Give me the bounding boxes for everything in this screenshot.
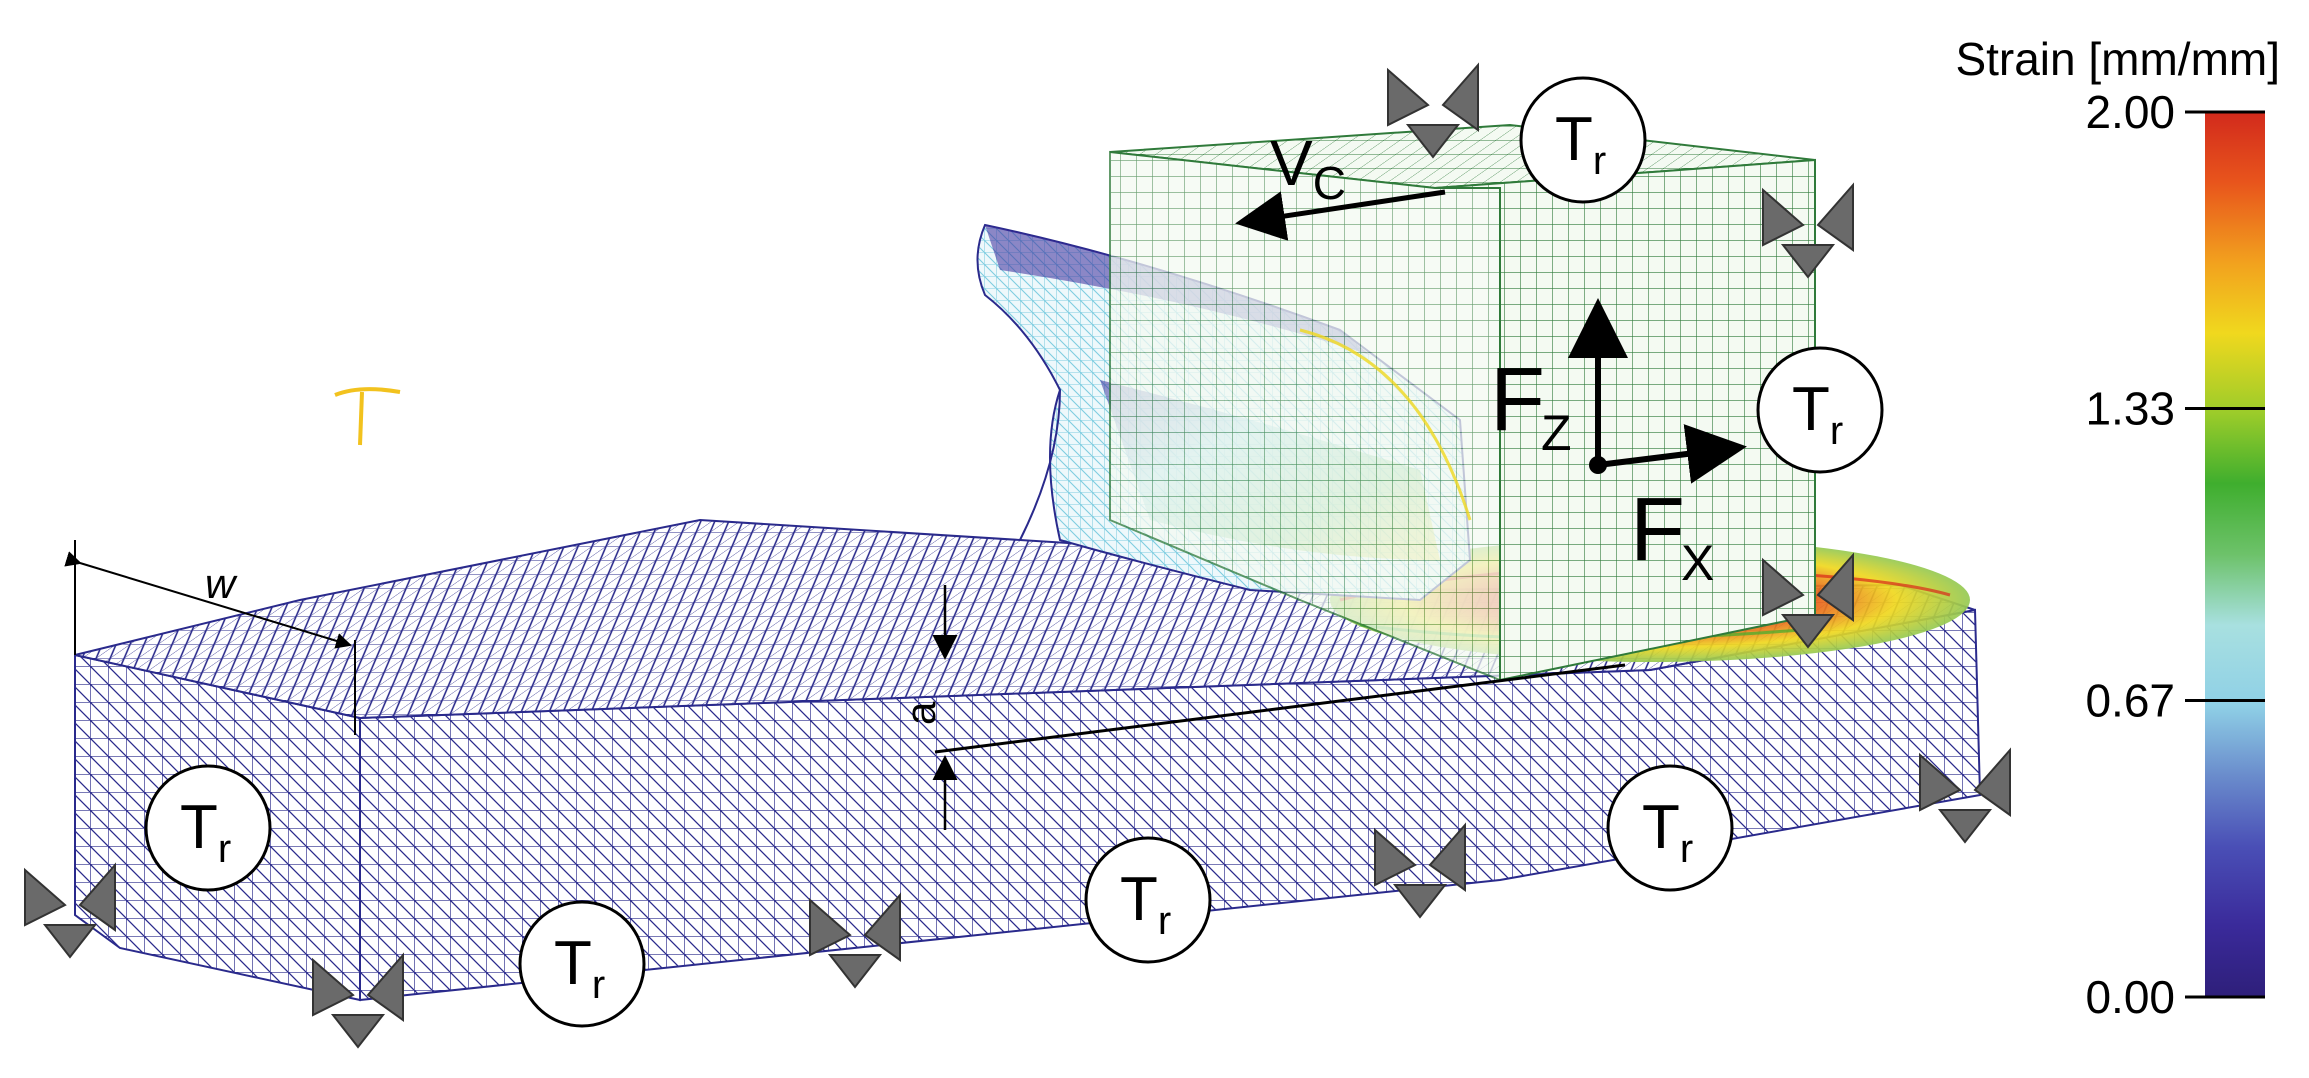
colorbar-tick-label: 2.00 bbox=[2085, 86, 2175, 138]
support-icon bbox=[312, 952, 404, 1049]
dimensions: w a bbox=[64, 540, 1626, 830]
colorbar-title: Strain [mm/mm] bbox=[1955, 33, 2280, 85]
fz-label: FZ bbox=[1490, 350, 1572, 461]
fx-arrow bbox=[1597, 424, 1747, 484]
colorbar-tick-label: 0.00 bbox=[2085, 971, 2175, 1023]
a-dimension-line bbox=[934, 663, 1626, 754]
svg-text:Tr: Tr bbox=[1555, 105, 1606, 183]
vc-label: VC bbox=[1270, 127, 1346, 209]
svg-text:Tr: Tr bbox=[554, 929, 605, 1007]
tr-circle: Tr bbox=[1084, 836, 1212, 964]
tr-circle: Tr bbox=[1756, 346, 1884, 474]
temperature-boundaries: Tr Tr Tr Tr Tr Tr bbox=[144, 76, 1884, 1028]
cutting-velocity: VC bbox=[1235, 127, 1446, 241]
colorbar-ticks: 2.00 1.33 0.67 0.00 bbox=[2085, 86, 2265, 1023]
coordinate-triad-mark bbox=[334, 387, 401, 446]
fx-label: FX bbox=[1630, 480, 1714, 591]
tr-circle: Tr bbox=[1519, 76, 1647, 204]
a-label: a bbox=[897, 701, 944, 725]
support-icon bbox=[24, 862, 116, 959]
colorbar-gradient bbox=[2205, 112, 2265, 997]
fixed-supports bbox=[24, 62, 2011, 1049]
tr-circle: Tr bbox=[144, 764, 272, 892]
colorbar: Strain [mm/mm] 2.00 1.33 0.67 0.00 bbox=[1955, 33, 2280, 1023]
svg-text:Tr: Tr bbox=[1792, 375, 1843, 453]
support-icon bbox=[1374, 822, 1466, 919]
support-icon bbox=[1762, 552, 1854, 649]
support-icon bbox=[809, 892, 901, 989]
svg-text:Tr: Tr bbox=[1642, 793, 1693, 871]
support-icon bbox=[1919, 747, 2011, 844]
svg-text:Tr: Tr bbox=[180, 793, 231, 871]
tr-circle: Tr bbox=[518, 900, 646, 1028]
colorbar-tick-label: 0.67 bbox=[2085, 675, 2175, 727]
colorbar-tick-label: 1.33 bbox=[2085, 382, 2175, 434]
w-label: w bbox=[205, 560, 238, 607]
support-icon bbox=[1387, 62, 1479, 159]
forces: FZ FX bbox=[1490, 298, 1747, 591]
vc-arrow bbox=[1235, 189, 1446, 241]
svg-text:Tr: Tr bbox=[1120, 865, 1171, 943]
support-icon bbox=[1762, 182, 1854, 279]
tr-circle: Tr bbox=[1606, 764, 1734, 892]
w-dimension-line bbox=[64, 551, 352, 649]
